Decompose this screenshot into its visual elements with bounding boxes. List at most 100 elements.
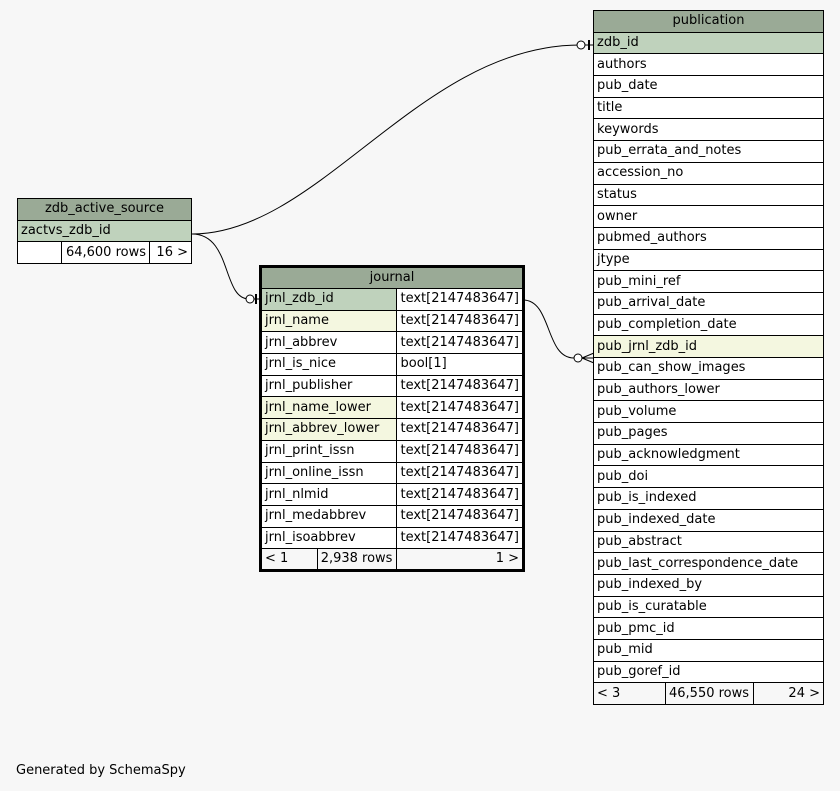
column-name[interactable]: pubmed_authors xyxy=(593,226,824,250)
column-name[interactable]: pub_last_correspondence_date xyxy=(593,552,824,575)
row-count: 46,550 rows xyxy=(665,682,754,705)
parents-link[interactable]: < 3 xyxy=(593,682,666,705)
column-row[interactable]: pub_mini_ref xyxy=(593,270,824,293)
column-name[interactable]: pub_acknowledgment xyxy=(593,443,824,467)
column-row[interactable]: pub_can_show_images xyxy=(593,357,824,380)
column-row[interactable]: jtype xyxy=(593,248,824,272)
column-name[interactable]: jrnl_name_lower xyxy=(259,396,398,420)
column-name[interactable]: jrnl_zdb_id xyxy=(259,288,398,311)
column-name[interactable]: pub_goref_id xyxy=(593,660,824,684)
column-name[interactable]: jrnl_publisher xyxy=(259,374,398,398)
column-name[interactable]: jrnl_print_issn xyxy=(259,439,398,463)
column-name[interactable]: pub_errata_and_notes xyxy=(593,140,824,163)
column-row[interactable]: pub_mid xyxy=(593,638,824,662)
column-row[interactable]: pub_errata_and_notes xyxy=(593,140,824,163)
column-row[interactable]: status xyxy=(593,183,824,207)
column-name[interactable]: title xyxy=(593,96,824,120)
column-zactvs-zdb-id[interactable]: zactvs_zdb_id xyxy=(17,219,192,243)
parents-link[interactable]: < 1 xyxy=(260,548,318,572)
column-name[interactable]: pub_abstract xyxy=(593,530,824,554)
column-row[interactable]: pub_is_indexed xyxy=(593,487,824,510)
column-name[interactable]: keywords xyxy=(593,118,824,142)
column-row[interactable]: pub_indexed_by xyxy=(593,573,824,597)
column-row[interactable]: owner xyxy=(593,205,824,228)
column-row[interactable]: pub_last_correspondence_date xyxy=(593,552,824,575)
table-title[interactable]: journal xyxy=(260,266,524,289)
column-row[interactable]: pub_date xyxy=(593,75,824,98)
column-row[interactable]: pub_authors_lower xyxy=(593,378,824,402)
column-name[interactable]: authors xyxy=(593,53,824,77)
column-row[interactable]: pub_goref_id xyxy=(593,660,824,684)
column-name[interactable]: pub_is_curatable xyxy=(593,595,824,619)
column-name[interactable]: jrnl_is_nice xyxy=(259,353,398,376)
column-name[interactable]: zdb_id xyxy=(593,31,824,55)
table-zdb-active-source[interactable]: zdb_active_source zactvs_zdb_id 64,600 r… xyxy=(17,198,192,265)
column-type: text[2147483647] xyxy=(396,288,524,311)
column-name[interactable]: pub_indexed_date xyxy=(593,508,824,532)
column-name[interactable]: jtype xyxy=(593,248,824,272)
column-row[interactable]: pub_acknowledgment xyxy=(593,443,824,467)
column-name[interactable]: jrnl_abbrev_lower xyxy=(259,418,398,441)
column-name[interactable]: pub_pages xyxy=(593,422,824,445)
column-name[interactable]: pub_mini_ref xyxy=(593,270,824,293)
column-name[interactable]: jrnl_online_issn xyxy=(259,461,398,485)
column-row[interactable]: pub_abstract xyxy=(593,530,824,554)
column-name[interactable]: jrnl_medabbrev xyxy=(259,504,398,528)
column-name[interactable]: pub_volume xyxy=(593,400,824,424)
column-name[interactable]: pub_jrnl_zdb_id xyxy=(593,335,824,358)
column-name[interactable]: pub_mid xyxy=(593,638,824,662)
column-row[interactable]: title xyxy=(593,96,824,120)
column-row[interactable]: pubmed_authors xyxy=(593,226,824,250)
column-row[interactable]: pub_doi xyxy=(593,465,824,489)
column-row[interactable]: keywords xyxy=(593,118,824,142)
column-row[interactable]: pub_indexed_date xyxy=(593,508,824,532)
column-name[interactable]: pub_can_show_images xyxy=(593,357,824,380)
column-row[interactable]: pub_arrival_date xyxy=(593,291,824,315)
column-name[interactable]: owner xyxy=(593,205,824,228)
column-name[interactable]: pub_pmc_id xyxy=(593,617,824,640)
column-row[interactable]: authors xyxy=(593,53,824,77)
children-link[interactable]: 16 > xyxy=(149,241,192,265)
column-row[interactable]: accession_no xyxy=(593,161,824,185)
parents-count xyxy=(17,241,62,265)
children-link[interactable]: 1 > xyxy=(396,548,524,572)
column-name[interactable]: pub_indexed_by xyxy=(593,573,824,597)
column-name[interactable]: jrnl_nlmid xyxy=(259,483,398,506)
column-row[interactable]: pub_pages xyxy=(593,422,824,445)
column-name[interactable]: pub_doi xyxy=(593,465,824,489)
marker-optional-publication-fk xyxy=(573,353,583,363)
table-title[interactable]: publication xyxy=(593,10,824,33)
children-link[interactable]: 24 > xyxy=(753,682,824,705)
column-name[interactable]: pub_completion_date xyxy=(593,313,824,337)
column-name[interactable]: jrnl_abbrev xyxy=(259,331,398,355)
column-name[interactable]: jrnl_name xyxy=(259,309,398,333)
table-title[interactable]: zdb_active_source xyxy=(17,198,192,221)
column-row[interactable]: pub_completion_date xyxy=(593,313,824,337)
column-row[interactable]: pub_is_curatable xyxy=(593,595,824,619)
column-row[interactable]: zdb_id xyxy=(593,31,824,55)
column-name[interactable]: pub_authors_lower xyxy=(593,378,824,402)
column-name[interactable]: accession_no xyxy=(593,161,824,185)
column-name[interactable]: pub_is_indexed xyxy=(593,487,824,510)
column-row[interactable]: pub_pmc_id xyxy=(593,617,824,640)
column-name[interactable]: jrnl_isoabbrev xyxy=(259,526,398,550)
column-name[interactable]: pub_arrival_date xyxy=(593,291,824,315)
column-row[interactable]: pub_volume xyxy=(593,400,824,424)
column-name[interactable]: status xyxy=(593,183,824,207)
column-row[interactable]: pub_jrnl_zdb_id xyxy=(593,335,824,358)
column-name[interactable]: pub_date xyxy=(593,75,824,98)
